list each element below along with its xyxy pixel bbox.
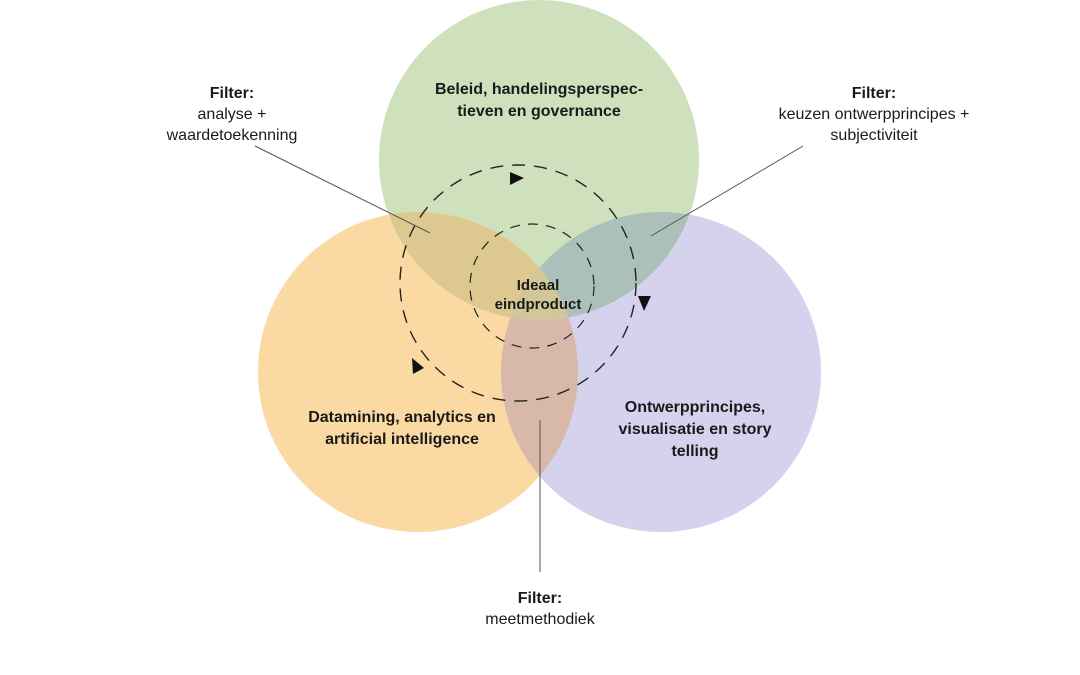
filter-top-left-text: analyse + waardetoekenning [166, 106, 298, 144]
label-design: Ontwerpprincipes, visualisatie en story … [600, 397, 790, 463]
cycle-arrow-left [412, 358, 424, 374]
overlap-top-right [501, 212, 699, 320]
filter-bottom-title: Filter: [517, 590, 563, 607]
label-datamining: Datamining, analytics en artificial inte… [290, 407, 514, 451]
filter-bottom-text: meetmethodiek [485, 611, 595, 628]
label-ideal-product-text: Ideaal eindproduct [494, 277, 582, 313]
filter-top-right: Filter: keuzen ontwerpprincipes + subjec… [754, 83, 994, 146]
filter-top-right-title: Filter: [851, 85, 897, 102]
filter-line-top-left [254, 145, 431, 234]
filter-bottom: Filter: meetmethodiek [450, 588, 630, 630]
label-design-text: Ontwerpprincipes, visualisatie en story … [618, 399, 772, 460]
cycle-ring-inner [469, 223, 595, 349]
cycle-ring-outer [399, 164, 637, 402]
cycle-arrow-right [638, 296, 651, 311]
filter-top-left-title: Filter: [209, 85, 255, 102]
filter-top-left: Filter: analyse + waardetoekenning [130, 83, 334, 146]
filter-top-right-text: keuzen ontwerpprincipes + subjectiviteit [778, 106, 970, 144]
label-datamining-text: Datamining, analytics en artificial inte… [308, 409, 496, 448]
label-ideal-product: Ideaal eindproduct [478, 276, 598, 314]
filter-line-top-right [650, 145, 804, 237]
label-policy-text: Beleid, handelingsperspec- tieven en gov… [434, 81, 644, 120]
cycle-arrow-top [510, 172, 524, 185]
label-policy: Beleid, handelingsperspec- tieven en gov… [402, 79, 676, 123]
overlap-top-left [379, 212, 578, 320]
